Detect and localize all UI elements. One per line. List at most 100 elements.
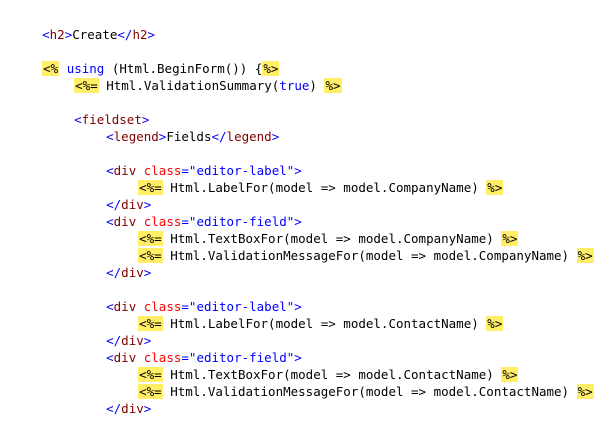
code-line-validationmessagefor-company[interactable]: <%= Html.ValidationMessageFor(model => m… — [108, 230, 594, 263]
tag-bracket: > — [158, 129, 167, 144]
code-line-validation-summary[interactable]: <%= Html.ValidationSummary(true) %> — [44, 60, 342, 93]
tag-bracket: </ — [106, 333, 122, 348]
code-line-using[interactable]: <% using (Html.BeginForm()) {%> — [12, 43, 280, 76]
code-line-div-close[interactable]: </div> — [76, 179, 151, 212]
code-text: Html.TextBoxFor(model => model.CompanyNa… — [162, 231, 502, 246]
attribute-value: "editor-label" — [188, 299, 295, 314]
tag-name: div — [121, 401, 144, 416]
tag-name: fieldset — [81, 112, 142, 127]
tag-name: legend — [113, 129, 159, 144]
tag-bracket: < — [42, 27, 50, 42]
server-delimiter-close: %> — [576, 384, 594, 399]
server-delimiter-close: %> — [262, 61, 280, 76]
server-delimiter-open: <%= — [138, 180, 163, 195]
code-line-div-editor-label[interactable]: <div class="editor-label"> — [76, 281, 302, 314]
tag-bracket: < — [74, 112, 82, 127]
tag-bracket: </ — [106, 265, 122, 280]
tag-name: div — [113, 163, 137, 178]
server-delimiter-open: <% — [42, 61, 60, 76]
code-line-h2[interactable]: <h2>Create</h2> — [12, 9, 155, 42]
tag-bracket: < — [106, 129, 114, 144]
tag-bracket: > — [294, 299, 302, 314]
code-line-div-close[interactable]: </div> — [76, 383, 151, 416]
tag-name: h2 — [132, 27, 148, 42]
code-line-div-editor-field[interactable]: <div class="editor-field"> — [76, 332, 302, 365]
attribute-value: "editor-label" — [188, 163, 295, 178]
tag-bracket: > — [147, 27, 156, 42]
tag-name: h2 — [49, 27, 65, 42]
legend-text: Fields — [166, 129, 212, 144]
attribute-value: "editor-field" — [188, 214, 295, 229]
tag-bracket: > — [271, 129, 280, 144]
tag-bracket: </ — [106, 401, 122, 416]
tag-name: div — [121, 265, 144, 280]
attribute-equals: = — [181, 214, 189, 229]
tag-bracket: > — [294, 163, 302, 178]
tag-name: div — [121, 333, 144, 348]
keyword-true: true — [279, 78, 310, 93]
tag-name: div — [113, 299, 137, 314]
server-delimiter-close: %> — [501, 367, 519, 382]
attribute-name: class — [143, 350, 182, 365]
tag-bracket: > — [141, 112, 150, 127]
code-text: Html.ValidationMessageFor(model => model… — [162, 248, 577, 263]
server-delimiter-close: %> — [576, 248, 594, 263]
tag-name: legend — [226, 129, 272, 144]
attribute-equals: = — [181, 163, 189, 178]
code-line-div-close[interactable]: </div> — [76, 315, 151, 348]
code-line-div-close[interactable]: </div> — [76, 247, 151, 280]
server-delimiter-close: %> — [324, 78, 342, 93]
server-delimiter-open: <%= — [74, 78, 99, 93]
tag-name: div — [121, 197, 144, 212]
keyword-using: using — [66, 61, 105, 76]
server-delimiter-close: %> — [501, 231, 519, 246]
server-delimiter-close: %> — [486, 316, 504, 331]
server-delimiter-close: %> — [486, 180, 504, 195]
attribute-name: class — [143, 163, 182, 178]
tag-bracket: </ — [211, 129, 227, 144]
tag-bracket: < — [106, 299, 114, 314]
code-text: ) — [309, 78, 325, 93]
code-line-textboxfor-company[interactable]: <%= Html.TextBoxFor(model => model.Compa… — [108, 213, 519, 246]
tag-bracket: > — [294, 214, 302, 229]
attribute-equals: = — [181, 299, 189, 314]
code-line-legend[interactable]: <legend>Fields</legend> — [76, 111, 279, 144]
tag-bracket: </ — [117, 27, 133, 42]
code-line-validationmessagefor-contact[interactable]: <%= Html.ValidationMessageFor(model => m… — [108, 366, 594, 399]
attribute-value: "editor-field" — [188, 350, 295, 365]
tag-bracket: > — [143, 401, 152, 416]
tag-bracket: < — [106, 350, 114, 365]
code-text: Html.LabelFor(model => model.ContactName… — [162, 316, 487, 331]
code-line-fieldset[interactable]: <fieldset> — [44, 94, 149, 127]
heading-text: Create — [72, 27, 118, 42]
tag-bracket: </ — [106, 197, 122, 212]
attribute-name: class — [143, 214, 182, 229]
code-text: (Html.BeginForm()) { — [104, 61, 263, 76]
tag-name: div — [113, 350, 137, 365]
code-line-div-editor-field[interactable]: <div class="editor-field"> — [76, 196, 302, 229]
server-delimiter-open: <%= — [138, 316, 163, 331]
code-editor[interactable]: <h2>Create</h2> <% using (Html.BeginForm… — [0, 0, 612, 416]
tag-bracket: < — [106, 214, 114, 229]
code-line-labelfor-company[interactable]: <%= Html.LabelFor(model => model.Company… — [108, 162, 504, 195]
code-text: Html.ValidationMessageFor(model => model… — [162, 384, 577, 399]
attribute-name: class — [143, 299, 182, 314]
tag-bracket: > — [143, 333, 152, 348]
tag-name: div — [113, 214, 137, 229]
code-line-textboxfor-contact[interactable]: <%= Html.TextBoxFor(model => model.Conta… — [108, 349, 519, 382]
tag-bracket: > — [64, 27, 73, 42]
tag-bracket: > — [294, 350, 302, 365]
code-text: Html.TextBoxFor(model => model.ContactNa… — [162, 367, 502, 382]
code-line-labelfor-contact[interactable]: <%= Html.LabelFor(model => model.Contact… — [108, 298, 504, 331]
server-delimiter-open: <%= — [138, 367, 163, 382]
code-text: Html.ValidationSummary( — [98, 78, 280, 93]
tag-bracket: < — [106, 163, 114, 178]
tag-bracket: > — [143, 265, 152, 280]
server-delimiter-open: <%= — [138, 248, 163, 263]
code-text: Html.LabelFor(model => model.CompanyName… — [162, 180, 487, 195]
code-line-div-editor-label[interactable]: <div class="editor-label"> — [76, 145, 302, 178]
server-delimiter-open: <%= — [138, 231, 163, 246]
server-delimiter-open: <%= — [138, 384, 163, 399]
tag-bracket: > — [143, 197, 152, 212]
attribute-equals: = — [181, 350, 189, 365]
